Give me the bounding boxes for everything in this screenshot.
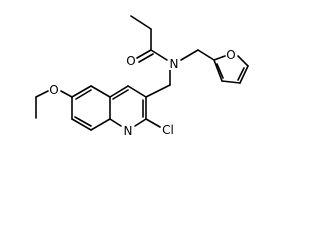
bond [237, 55, 249, 67]
structure-diagram: O N O O N Cl [35, 15, 249, 138]
bond [213, 59, 223, 82]
atom-labels: O N O O N Cl [49, 48, 236, 138]
bond [197, 49, 215, 61]
bond [145, 118, 161, 128]
bond [145, 84, 171, 98]
bond [130, 15, 152, 30]
bond [150, 49, 168, 61]
bond [216, 63, 224, 79]
atom-amide-nitrogen: N [170, 57, 179, 71]
bond [71, 118, 92, 131]
atom-chlorine: Cl [162, 123, 174, 137]
molecule-drawing: O N O O N Cl [35, 15, 249, 138]
atom-furan-oxygen: O [226, 48, 235, 62]
bond [90, 85, 111, 98]
bond [60, 90, 73, 98]
bonds [35, 15, 249, 131]
bond [74, 116, 92, 127]
atom-ether-oxygen: O [49, 83, 58, 97]
bond [35, 90, 49, 98]
bond [90, 118, 111, 131]
bond [221, 80, 241, 84]
bond [134, 118, 147, 127]
bond [239, 65, 249, 84]
bond [109, 85, 129, 98]
bond [127, 85, 147, 98]
bond [180, 49, 199, 61]
bond [109, 118, 122, 127]
bond [112, 89, 129, 100]
atom-quinoline-nitrogen: N [124, 124, 133, 138]
bond [136, 49, 152, 59]
atom-carbonyl-oxygen: O [126, 54, 135, 68]
bond [138, 53, 154, 63]
bond [71, 85, 92, 98]
bond [75, 89, 92, 100]
bond [213, 55, 226, 61]
bond [237, 67, 245, 81]
